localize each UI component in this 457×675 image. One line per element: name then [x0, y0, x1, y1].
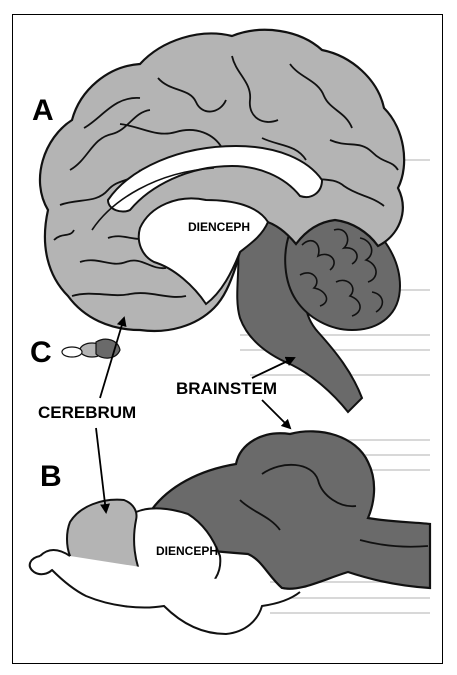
- panel-c-brain: [62, 339, 120, 358]
- cerebrum-arrow-down: [96, 428, 106, 512]
- panel-letter-b: B: [40, 460, 62, 493]
- brainstem-label: BRAINSTEM: [176, 379, 277, 398]
- brainstem-arrow-down: [262, 400, 290, 428]
- cerebrum-label: CEREBRUM: [38, 403, 136, 422]
- panel-letter-a: A: [32, 94, 54, 127]
- dienceph-label-b: DIENCEPH: [156, 544, 218, 558]
- panel-letter-c: C: [30, 336, 52, 369]
- dienceph-label-a: DIENCEPH: [188, 220, 250, 234]
